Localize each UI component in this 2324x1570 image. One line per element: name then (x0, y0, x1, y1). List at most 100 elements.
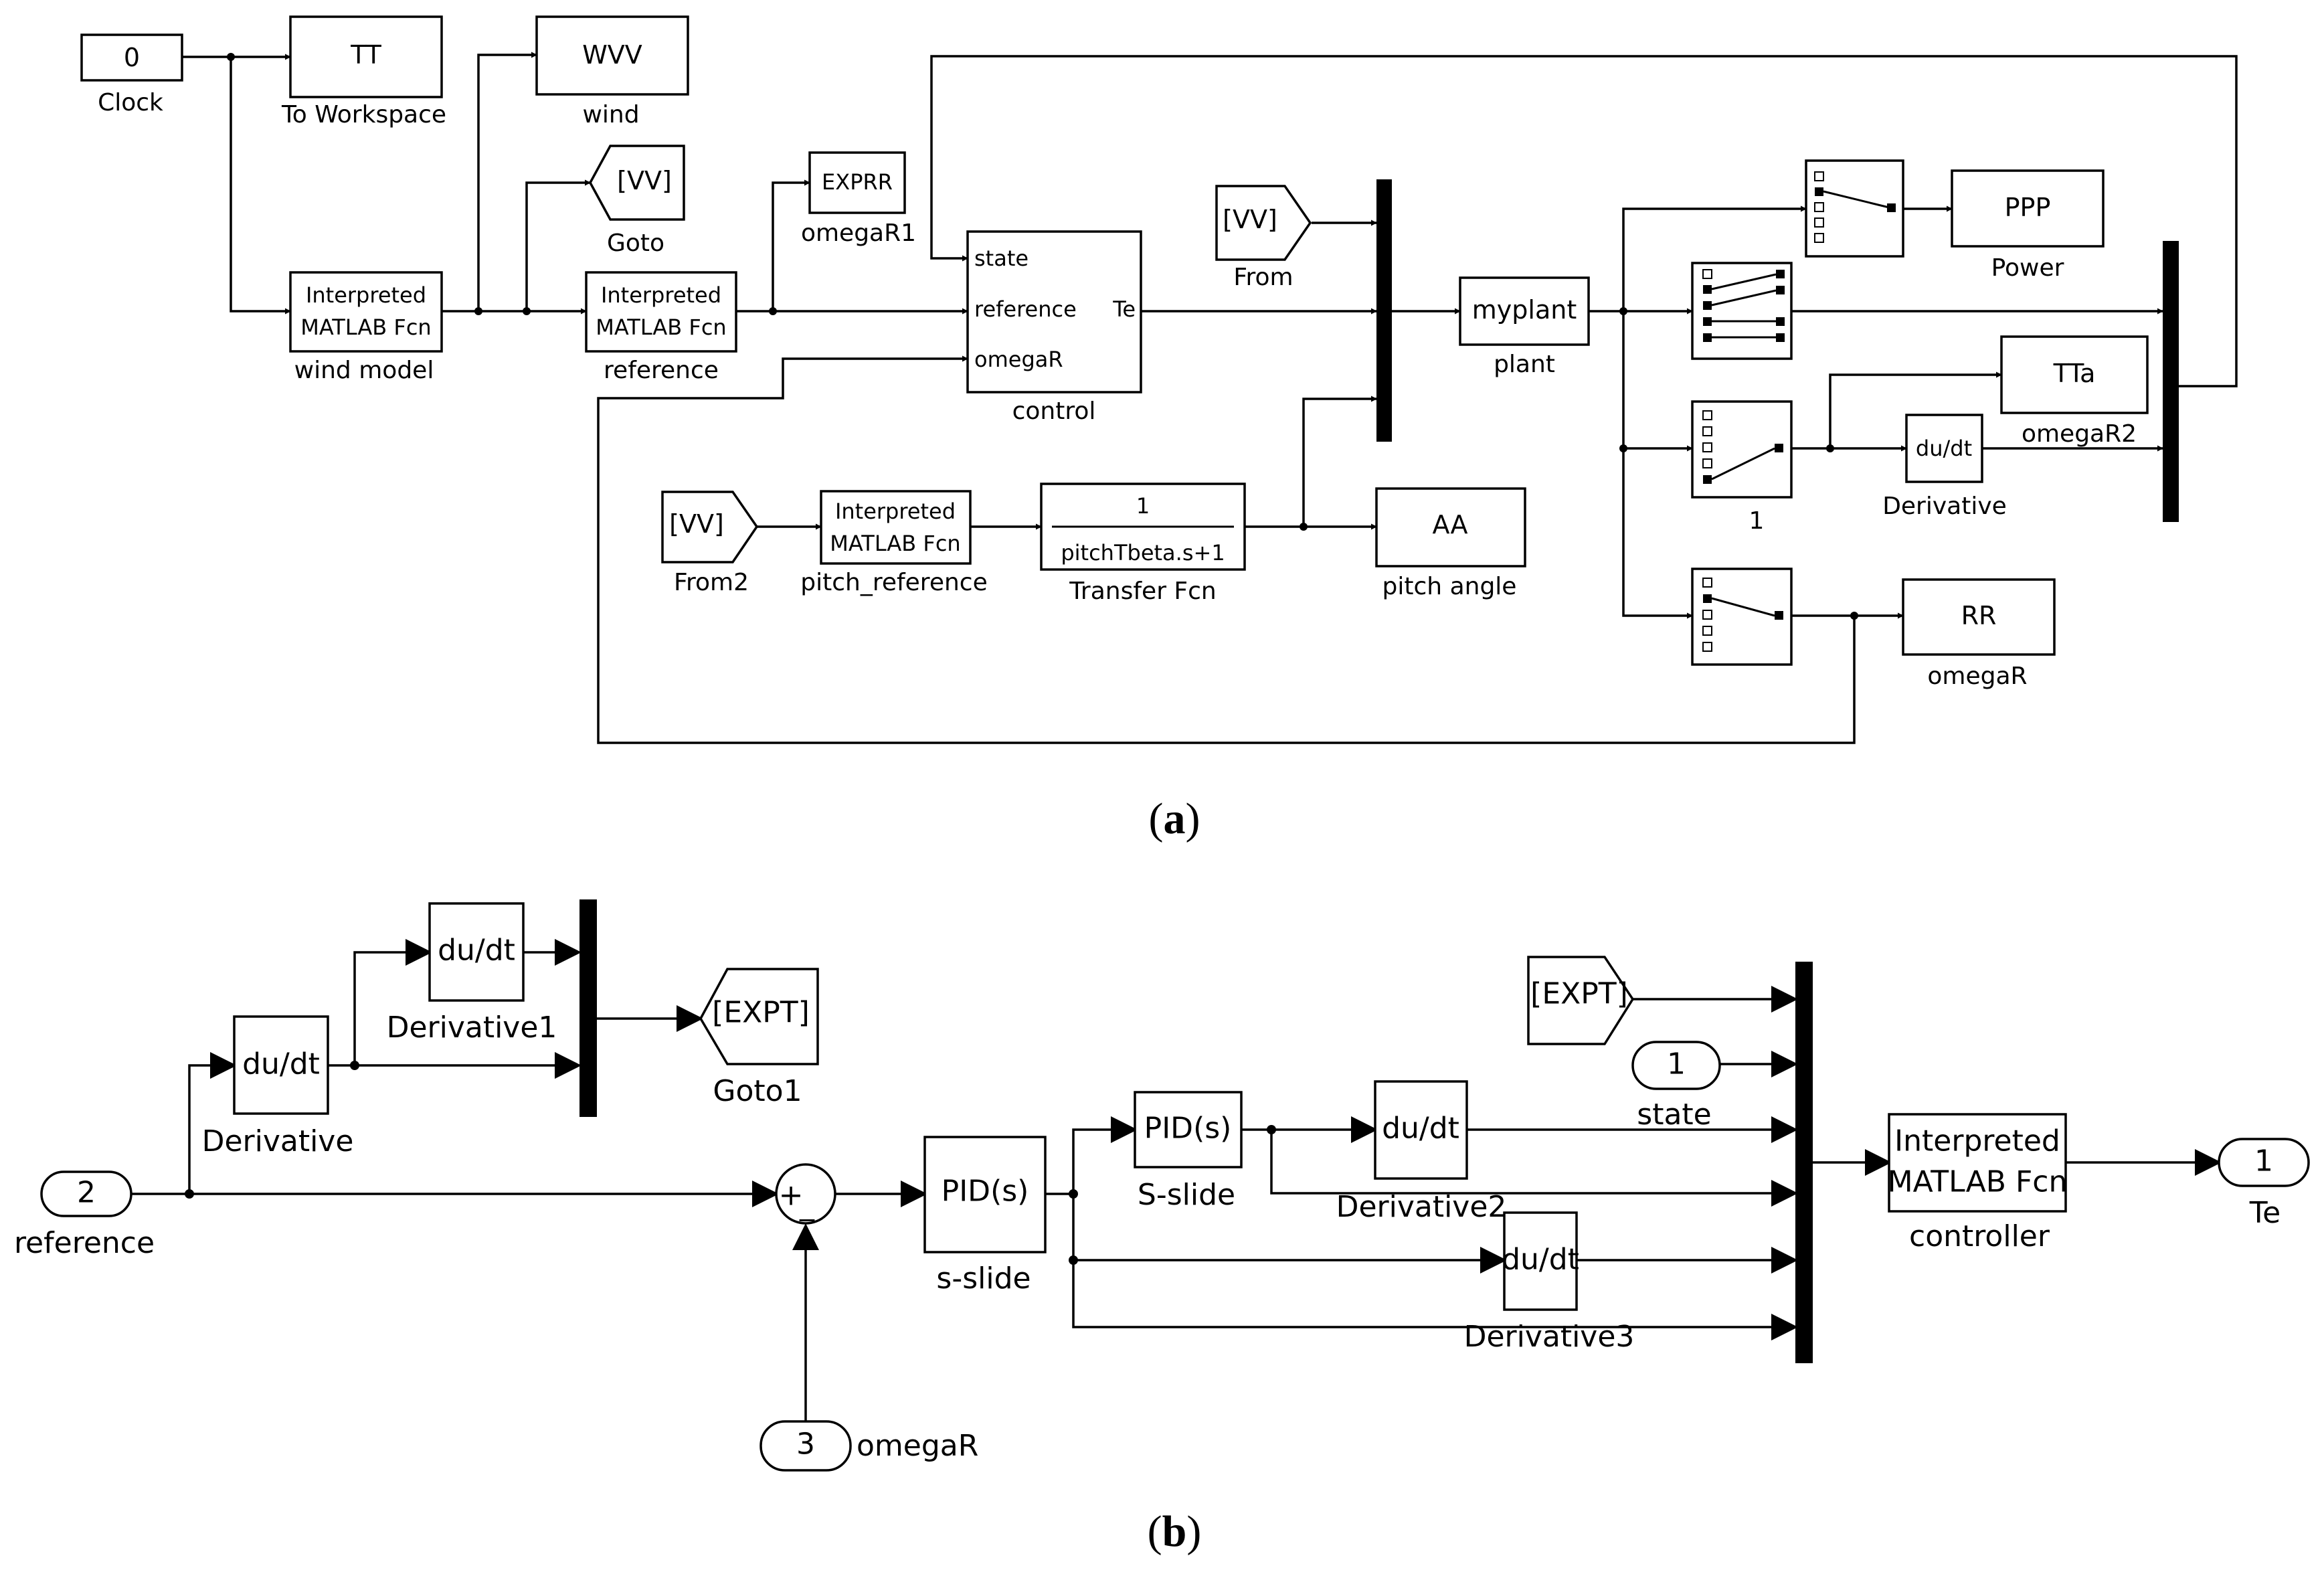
pid-S-slide-value: PID(s) (1144, 1112, 1232, 1146)
wind-model-label: wind model (294, 357, 434, 384)
goto1-block[interactable]: [EXPT] (699, 968, 819, 1065)
panel-b: 2 reference du/dt Derivative du/dt Deriv… (14, 899, 2310, 1556)
mux-bus-b2 (1795, 962, 1813, 1363)
reference-line2: MATLAB Fcn (596, 315, 726, 340)
selector-power-block[interactable] (1805, 159, 1904, 258)
pitch-reference-block[interactable]: Interpreted MATLAB Fcn (820, 490, 972, 565)
reference-block[interactable]: Interpreted MATLAB Fcn (585, 271, 737, 353)
from-expt-value: [EXPT] (1530, 977, 1628, 1011)
derivative2-label: Derivative2 (1336, 1190, 1507, 1224)
omegaR2-block[interactable]: TTa (2000, 335, 2149, 414)
mux-bus (1376, 179, 1392, 442)
selector-omegaR-block[interactable] (1691, 568, 1793, 666)
goto-label: Goto (607, 230, 664, 257)
mux-bus-b1 (579, 899, 597, 1117)
wires-a (182, 52, 2238, 744)
derivative-b-label: Derivative (202, 1124, 354, 1158)
pitch-angle-value: AA (1432, 510, 1467, 539)
omegaR-block[interactable]: RR (1902, 578, 2056, 656)
omegaR-label: omegaR (1927, 663, 2027, 690)
inport-omegaR-label: omegaR (857, 1429, 978, 1463)
inport-state-number: 1 (1667, 1047, 1686, 1081)
omegaR1-label: omegaR1 (801, 220, 916, 247)
goto1-value: [EXPT] (712, 996, 810, 1030)
wind-model-block[interactable]: Interpreted MATLAB Fcn (289, 271, 443, 353)
inport-reference-label: reference (14, 1226, 155, 1260)
pid-S-slide-block[interactable]: PID(s) (1134, 1091, 1243, 1168)
to-workspace-label: To Workspace (281, 101, 446, 128)
derivative-a-label: Derivative (1882, 493, 2007, 520)
inport-omegaR[interactable]: 3 (759, 1420, 852, 1472)
derivative3-block[interactable]: du/dt (1502, 1211, 1579, 1311)
outport-te[interactable]: 1 (2218, 1138, 2310, 1187)
derivative1-value: du/dt (438, 934, 515, 968)
derivative3-value: du/dt (1502, 1243, 1579, 1277)
pitch-angle-block[interactable]: AA (1375, 487, 1526, 568)
power-value: PPP (2005, 193, 2051, 222)
outport-te-number: 1 (2254, 1144, 2273, 1179)
derivative-b-block[interactable]: du/dt (233, 1015, 329, 1115)
derivative-b-value: du/dt (242, 1047, 320, 1081)
derivative2-value: du/dt (1382, 1112, 1459, 1146)
selector-passthrough-block[interactable] (1691, 262, 1793, 360)
controller-block[interactable]: Interpreted MATLAB Fcn (1888, 1113, 2068, 1213)
wind-label: wind (582, 101, 639, 128)
from-value: [VV] (1223, 205, 1277, 234)
from-label: From (1233, 264, 1293, 291)
selector-1-label: 1 (1749, 507, 1765, 535)
control-port-reference: reference (974, 296, 1077, 322)
wind-block[interactable]: WVV (535, 15, 689, 96)
transfer-fcn-block[interactable]: 1 pitchTbeta.s+1 (1040, 483, 1246, 571)
control-port-omegaR: omegaR (974, 347, 1063, 372)
wires-b (131, 939, 2222, 1421)
caption-a: (a) (1149, 794, 1200, 843)
control-port-state: state (974, 246, 1029, 271)
power-block[interactable]: PPP (1951, 169, 2105, 248)
omegaR1-block[interactable]: EXPRR (808, 151, 906, 214)
control-block[interactable]: state reference omegaR Te (966, 230, 1142, 394)
clock-label: Clock (98, 89, 163, 116)
transfer-fcn-label: Transfer Fcn (1069, 578, 1217, 605)
to-workspace-block[interactable]: TT (289, 15, 443, 98)
from2-block[interactable]: [VV] (661, 491, 759, 563)
from-expt-block[interactable]: [EXPT] (1527, 956, 1635, 1045)
derivative2-block[interactable]: du/dt (1374, 1080, 1468, 1180)
controller-label: controller (1909, 1219, 2050, 1253)
clock-value: 0 (124, 43, 140, 72)
to-workspace-value: TT (350, 40, 382, 70)
goto-block[interactable]: [VV] (589, 145, 685, 221)
plant-block[interactable]: myplant (1459, 276, 1590, 346)
goto1-label: Goto1 (713, 1074, 802, 1108)
sum-minus: _ (799, 1188, 815, 1222)
transfer-fcn-numerator: 1 (1136, 493, 1150, 519)
derivative-a-value: du/dt (1916, 436, 1972, 461)
derivative1-block[interactable]: du/dt (428, 902, 525, 1002)
from2-value: [VV] (669, 509, 724, 539)
selector-1-block[interactable] (1691, 400, 1793, 499)
pitch-reference-line1: Interpreted (835, 499, 956, 524)
pid-s-slide-label: s-slide (936, 1261, 1031, 1296)
inport-omegaR-number: 3 (796, 1427, 815, 1462)
power-label: Power (1991, 254, 2064, 282)
derivative3-label: Derivative3 (1464, 1320, 1635, 1354)
clock-block[interactable]: 0 (80, 33, 183, 82)
reference-label: reference (604, 357, 719, 384)
transfer-fcn-denominator: pitchTbeta.s+1 (1061, 540, 1225, 565)
plant-label: plant (1494, 351, 1555, 378)
caption-b: (b) (1148, 1507, 1202, 1556)
pid-s-slide-block[interactable]: PID(s) (923, 1136, 1047, 1253)
from2-label: From2 (674, 569, 749, 596)
pid-S-slide-label: S-slide (1138, 1178, 1235, 1212)
inport-reference[interactable]: 2 (40, 1170, 132, 1217)
inport-state[interactable]: 1 (1631, 1041, 1721, 1090)
sum-plus: + (779, 1179, 804, 1213)
pid-s-slide-value: PID(s) (942, 1174, 1029, 1209)
sum-block[interactable]: + _ (775, 1163, 836, 1225)
right-bus (2163, 241, 2179, 522)
wind-model-line1: Interpreted (306, 282, 426, 308)
controller-line2: MATLAB Fcn (1888, 1165, 2068, 1199)
outport-te-label: Te (2249, 1196, 2281, 1230)
omegaR2-label: omegaR2 (2022, 420, 2137, 448)
derivative-a-block[interactable]: du/dt (1905, 414, 1983, 483)
from-block[interactable]: [VV] (1215, 185, 1312, 261)
